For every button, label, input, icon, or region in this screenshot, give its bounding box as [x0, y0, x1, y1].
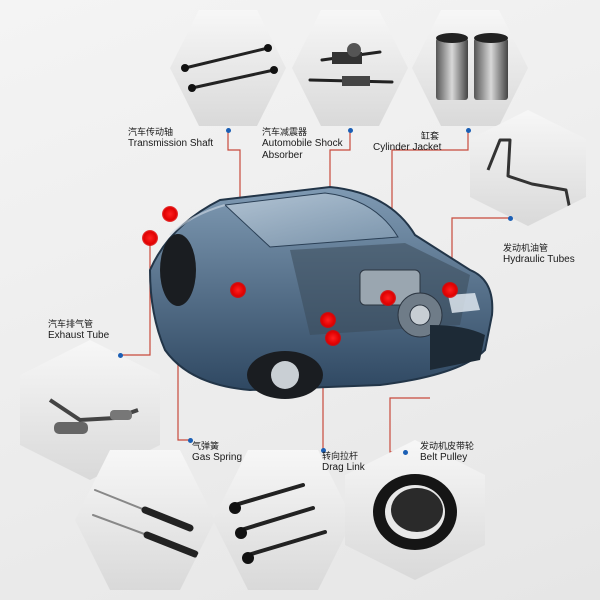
exhaust-pipe-icon [48, 398, 139, 434]
label-belt-pulley: 发动机皮带轮 Belt Pulley [420, 440, 474, 464]
label-cylinder-jacket: 缸套 Cylinder Jacket [373, 130, 441, 154]
label-cn: 汽车传动轴 [128, 127, 174, 137]
label-en: Cylinder Jacket [373, 142, 442, 153]
car-illustration [148, 185, 494, 399]
belt-pulley-icon [373, 474, 457, 550]
label-pin [403, 450, 408, 455]
drag-link-icon [229, 483, 327, 564]
label-cn: 发动机油管 [503, 243, 549, 253]
label-hydraulic-tubes: 发动机油管 Hydraulic Tubes [503, 242, 575, 266]
marker-dot [162, 206, 178, 222]
label-en: Belt Pulley [420, 452, 468, 463]
label-en: Exhaust Tube [48, 330, 110, 341]
label-cn: 汽车排气管 [48, 319, 94, 329]
label-gas-spring: 气弹簧 Gas Spring [192, 440, 242, 464]
label-en: Drag Link [322, 462, 365, 473]
cylinder-jacket-icon [436, 33, 508, 100]
label-en: Absorber [262, 150, 303, 161]
part-hexagon-cylinder-jacket [412, 10, 528, 126]
label-pin [118, 353, 123, 358]
transmission-shaft-icon [181, 44, 278, 92]
marker-dot [380, 290, 396, 306]
marker-dot [230, 282, 246, 298]
label-pin [466, 128, 471, 133]
label-en: Automobile Shock [262, 138, 343, 149]
label-pin [348, 128, 353, 133]
gas-spring-icon [92, 489, 199, 558]
label-cn: 转向拉杆 [322, 451, 359, 461]
label-cn: 缸套 [421, 131, 440, 141]
marker-dot [442, 282, 458, 298]
label-pin [508, 216, 513, 221]
marker-dot [142, 230, 158, 246]
label-cn: 汽车减震器 [262, 127, 308, 137]
label-pin [226, 128, 231, 133]
label-en: Hydraulic Tubes [503, 254, 575, 265]
label-drag-link: 转向拉杆 Drag Link [322, 450, 365, 474]
label-en: Gas Spring [192, 452, 243, 463]
label-cn: 气弹簧 [192, 441, 220, 451]
label-shock-absorber: 汽车减震器 Automobile Shock Absorber [262, 126, 343, 162]
label-en: Transmission Shaft [128, 138, 214, 149]
shock-absorber-icon [308, 43, 394, 86]
hydraulic-tube-icon [486, 138, 572, 211]
marker-dot [320, 312, 336, 328]
marker-dot [325, 330, 341, 346]
label-pin [321, 448, 326, 453]
label-exhaust-tube: 汽车排气管 Exhaust Tube [48, 318, 109, 342]
label-cn: 发动机皮带轮 [420, 441, 475, 451]
label-transmission-shaft: 汽车传动轴 Transmission Shaft [128, 126, 213, 150]
label-pin [188, 438, 193, 443]
part-hexagon-shock-absorber [292, 10, 408, 126]
